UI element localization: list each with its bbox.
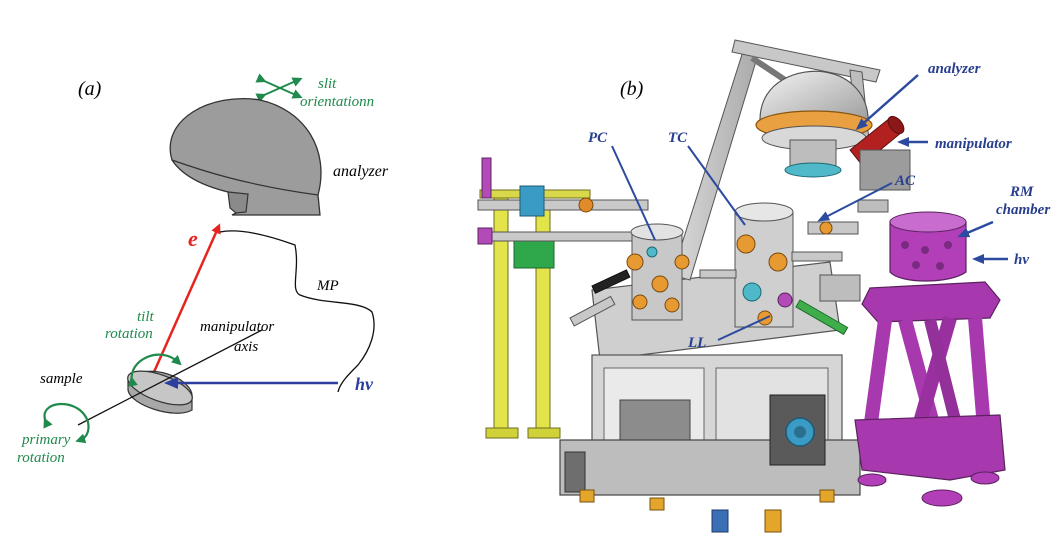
analyzer-label-b: analyzer [928, 61, 981, 77]
primary-label: primary [21, 432, 71, 448]
tilt-label: tilt [137, 309, 155, 325]
beamline-tubes [477, 157, 649, 245]
axis-label: axis [234, 339, 258, 355]
chamber-label: chamber [996, 202, 1050, 218]
hv-label-b: hν [1014, 252, 1029, 268]
analyzer-chamber [755, 70, 911, 191]
manipulator-label: manipulator [200, 319, 274, 335]
tc-label: TC [668, 130, 688, 146]
photon-label: hν [355, 374, 374, 394]
sample-disc [127, 370, 193, 414]
main-frame [559, 261, 861, 533]
rotation-label: rotation [105, 326, 153, 342]
load-lock-arm [569, 269, 631, 327]
analysis-chamber-ports [807, 199, 889, 302]
manipulator-label-b: manipulator [935, 136, 1012, 152]
preparation-chamber [626, 223, 690, 321]
mp-label: MP [316, 278, 339, 294]
tc-callout-line [687, 145, 746, 226]
ac-callout-line [817, 182, 893, 222]
panel-a: (a) slit orientationn analyzer e MP samp… [17, 73, 389, 466]
tilt-rotation-arrow [128, 353, 182, 387]
rm-callout-arrow [957, 220, 994, 238]
ll-callout-line [717, 315, 771, 341]
rm-chamber [854, 211, 1006, 507]
orientation-label: orientationn [300, 94, 374, 110]
slit-label: slit [318, 76, 337, 92]
panel-a-label: (a) [78, 78, 102, 100]
sample-label: sample [40, 371, 83, 387]
primary-rotation-arrow [43, 402, 90, 444]
analyzer-label: analyzer [333, 163, 389, 180]
panel-b: (b) [477, 39, 1050, 533]
pc-callout-line [611, 145, 656, 241]
yellow-support-posts [479, 189, 591, 439]
slit-orientation-icon [255, 73, 303, 103]
pc-label: PC [588, 130, 608, 146]
panel-b-label: (b) [620, 78, 644, 100]
ac-label: AC [894, 173, 916, 189]
analyzer-hemisphere [169, 98, 322, 216]
transfer-chamber [699, 202, 849, 336]
mp-path [219, 230, 375, 393]
primary-rotation-label: rotation [17, 450, 65, 466]
ll-label: LL [687, 335, 706, 351]
analyzer-callout-arrow [855, 74, 919, 130]
electron-label: e [188, 226, 198, 251]
rm-label: RM [1009, 184, 1034, 200]
